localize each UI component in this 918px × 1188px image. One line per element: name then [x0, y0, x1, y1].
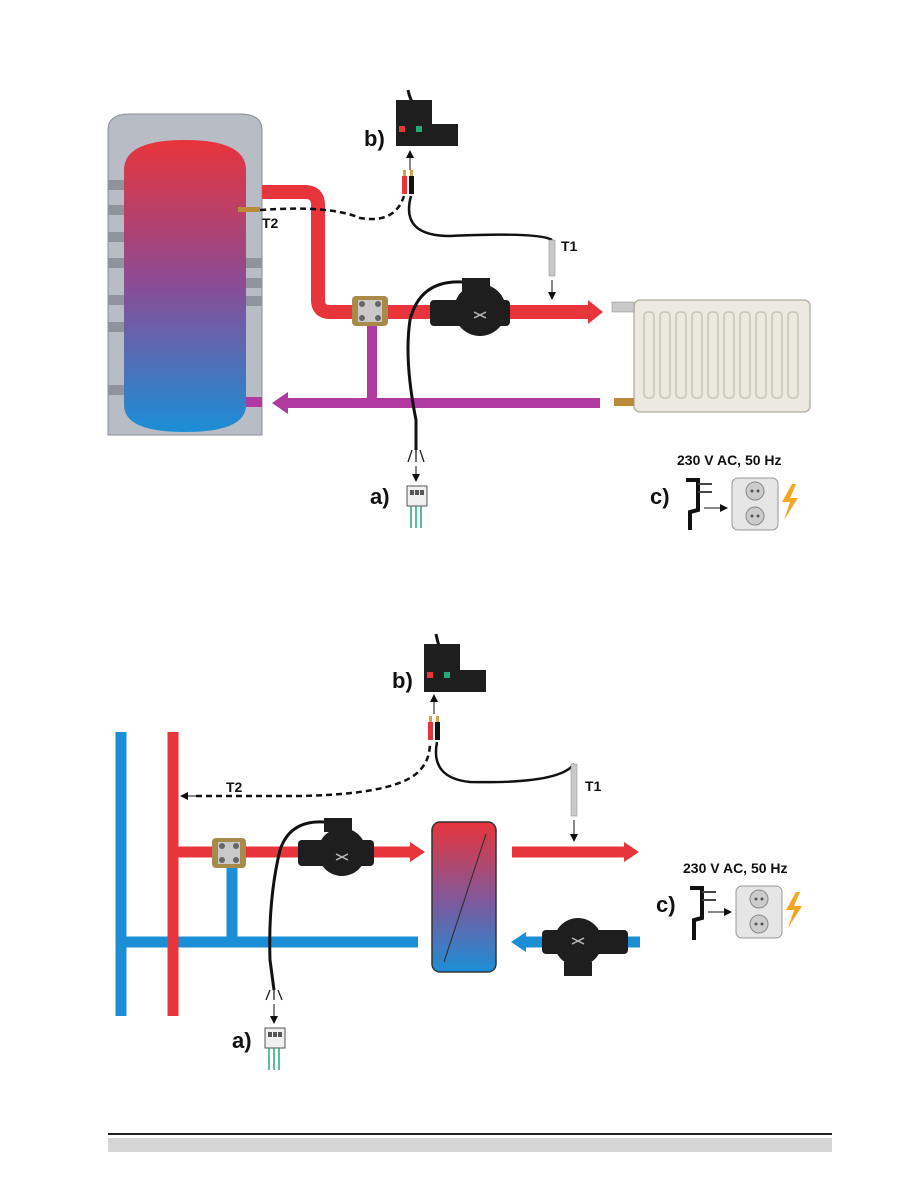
label-t2-bottom: T2 [226, 779, 243, 795]
cable-wire-ends [407, 449, 425, 463]
mixing-valve-bottom [212, 838, 246, 868]
heat-exchanger [431, 821, 497, 973]
label-t1-bottom: T1 [585, 778, 602, 794]
t1-sensor-probe-bottom [570, 763, 578, 817]
label-b-bottom: b) [392, 668, 413, 693]
power-plug-bottom [690, 886, 716, 940]
power-plug-top [686, 478, 712, 530]
circulation-pump-bottom [298, 818, 374, 876]
label-c-top: c) [650, 484, 670, 509]
lightning-icon-top [782, 484, 798, 520]
hot-flow-arrowhead-1 [410, 842, 425, 862]
mixing-valve [352, 296, 388, 326]
circulation-pump [430, 278, 510, 336]
hot-main-pipe [167, 732, 412, 1016]
t1-sensor-cable-bottom [434, 741, 576, 784]
controller-power-cable-bottom [268, 820, 325, 991]
controller-module-b-bottom [424, 633, 486, 692]
hot-flow-arrowhead-2 [624, 842, 639, 862]
label-c-bottom: c) [656, 892, 676, 917]
tank-insulation-bands [108, 180, 262, 395]
terminal-connector-a [406, 485, 428, 528]
controller-module-b [396, 89, 458, 146]
cold-main-pipe [115, 732, 418, 1016]
top-diagram: a) b) T1 T2 [107, 89, 811, 531]
bottom-diagram: a) b) T1 T2 230 V AC, 50 Hz c) [115, 633, 802, 1070]
label-t2-top: T2 [262, 215, 279, 231]
terminal-connector-a-bottom [264, 1027, 286, 1070]
return-arrowhead [272, 392, 288, 414]
label-a-bottom: a) [232, 1028, 252, 1053]
hot-flow-pipe [262, 185, 592, 319]
secondary-pump [542, 918, 628, 976]
cable-wire-ends-bottom [265, 989, 283, 1001]
controller-power-cable [406, 280, 463, 450]
power-socket-bottom [735, 885, 783, 939]
t1-sensor-probe [548, 239, 556, 277]
t2-sensor-cable [259, 195, 406, 221]
buffer-tank [107, 113, 263, 436]
label-b-top: b) [364, 126, 385, 151]
footer-bar [108, 1138, 832, 1152]
power-spec-bottom: 230 V AC, 50 Hz [683, 860, 788, 876]
footer-rule [108, 1133, 832, 1135]
sensor-plugs-bottom [428, 716, 440, 740]
power-spec-top: 230 V AC, 50 Hz [677, 452, 782, 468]
t1-sensor-cable [407, 195, 553, 242]
t2-sensor-cable-bottom [196, 741, 432, 798]
cold-return-arrowhead [511, 932, 526, 952]
return-pipe [285, 320, 600, 408]
hot-flow-arrowhead [588, 300, 603, 324]
power-socket-top [731, 477, 779, 531]
radiator [611, 299, 811, 413]
sensor-plugs [402, 170, 414, 194]
t2-sensor-pocket [238, 207, 260, 212]
label-t1-top: T1 [561, 238, 578, 254]
lightning-icon-bottom [786, 892, 802, 928]
label-a-top: a) [370, 484, 390, 509]
